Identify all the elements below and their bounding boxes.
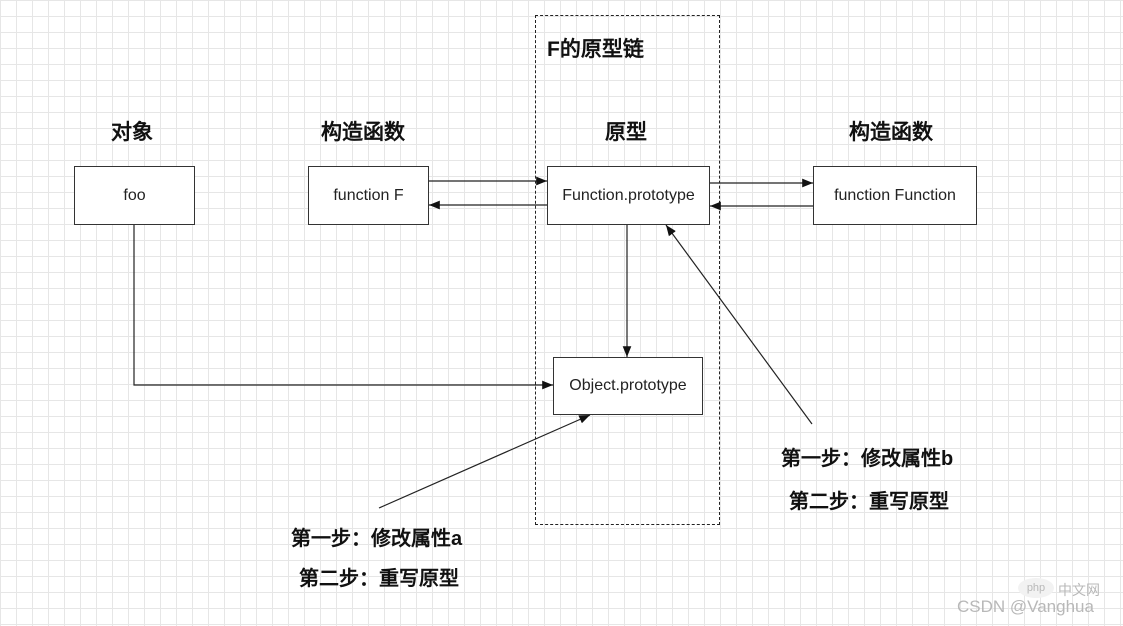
chain-title: F的原型链 [547,38,644,61]
csdn-watermark: CSDN @Vanghua [957,597,1094,616]
node-object-prototype: Object.prototype [553,357,703,415]
php-logo: php [1018,578,1054,598]
arrow-note-a-to-object-prototype [378,414,591,509]
prototype-chain-frame [535,15,720,525]
note-right-step2: 第二步：重写原型 [789,491,949,513]
header-constructor-left: 构造函数 [321,121,405,144]
node-function-f: function F [308,166,429,225]
node-function-prototype: Function.prototype [547,166,710,225]
header-object: 对象 [111,121,153,144]
note-left-step1: 第一步：修改属性a [291,528,463,550]
node-function-function: function Function [813,166,977,225]
php-logo-text: php [1026,582,1046,594]
node-foo: foo [74,166,195,225]
arrow-foo-to-object-prototype [133,225,553,390]
arrow-note-b-to-function-prototype [665,224,813,425]
header-prototype: 原型 [605,121,647,144]
note-left-step2: 第二步：重写原型 [299,568,459,590]
php-site-watermark: 中文网 [1058,582,1100,598]
header-constructor-right: 构造函数 [849,121,933,144]
note-right-step1: 第一步：修改属性b [781,448,954,470]
